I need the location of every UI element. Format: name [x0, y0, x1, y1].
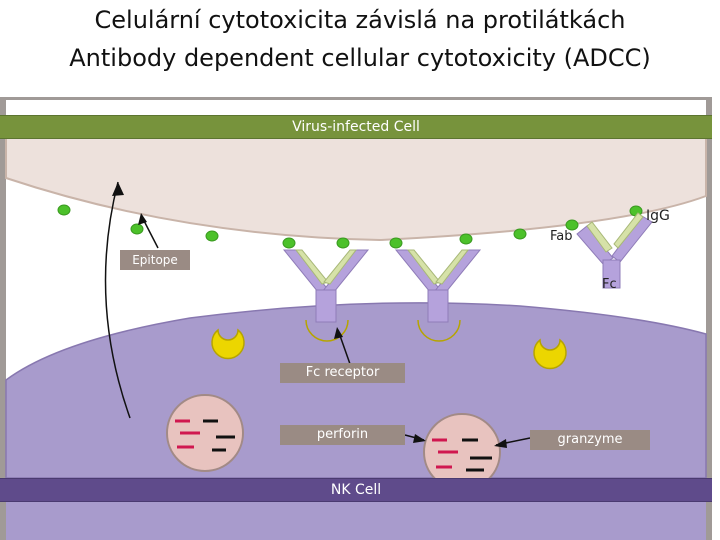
epitope-dot [336, 237, 350, 249]
fab-label: Fab [550, 229, 573, 244]
virus-infected-cell [5, 137, 707, 242]
epitope-dot [130, 223, 144, 235]
release-arrow [104, 181, 131, 419]
epitopes [57, 204, 643, 249]
epitope-label: Epitope [120, 250, 190, 270]
granule-right [423, 413, 501, 491]
title-english: Antibody dependent cellular cytotoxicity… [69, 44, 651, 72]
title-czech: Celulární cytotoxicita závislá na protil… [94, 6, 626, 34]
fc-label: Fc [602, 277, 617, 292]
fc-receptor-cup [305, 319, 349, 342]
epitope-dot [57, 204, 71, 216]
epitope-dot [459, 233, 473, 245]
fc-receptor-cup [211, 328, 245, 360]
free-antibody-igg [576, 212, 653, 289]
igg-label: IgG [646, 208, 670, 224]
epitope-dot [205, 230, 219, 242]
perforin-label: perforin [280, 425, 405, 445]
antibody-igg [394, 249, 482, 323]
arrows [104, 181, 531, 448]
granule-left [166, 394, 244, 472]
nk-cell-label: NK Cell [0, 478, 712, 502]
fc-receptor-cup [533, 338, 567, 370]
fc-receptor-label: Fc receptor [280, 363, 405, 383]
virus-infected-cell-label: Virus-infected Cell [0, 115, 712, 139]
fc-receptor-cup [417, 319, 461, 342]
epitope-dot [513, 228, 527, 240]
epitope-dot [389, 237, 403, 249]
epitope-dot [565, 219, 579, 231]
fc-receptors [211, 319, 567, 370]
nk-cell-lower [6, 502, 706, 540]
granzyme-label: granzyme [530, 430, 650, 450]
antibody-igg [282, 249, 370, 323]
epitope-dot [282, 237, 296, 249]
